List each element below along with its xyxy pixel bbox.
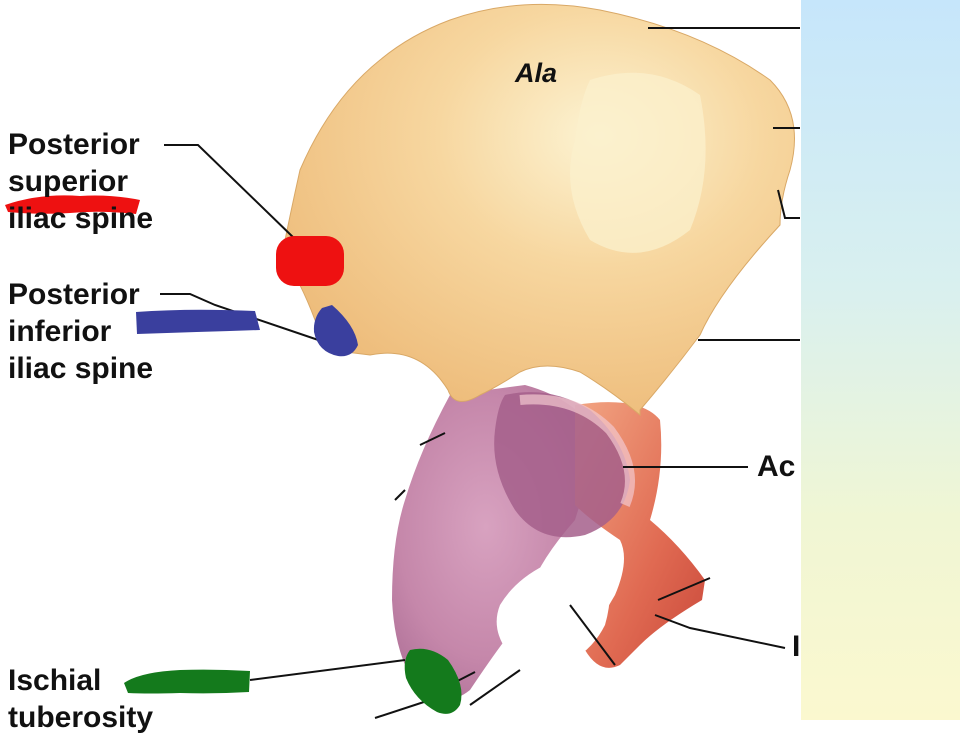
piis-label-line-1: Posterior	[8, 278, 140, 311]
hip-bone-diagram	[5, 3, 800, 719]
psis-red-marker	[276, 236, 344, 286]
psis-red-stroke	[5, 195, 140, 214]
right-partial-label: I	[792, 630, 801, 663]
acetabulum-socket	[494, 392, 630, 538]
side-gradient-panel	[801, 0, 960, 720]
piis-blue-marker	[313, 305, 358, 357]
piis-label-line-3: iliac spine	[8, 352, 154, 385]
psis-label-line-1: Posterior	[8, 128, 140, 161]
ischial-label: Ischial tuberosity	[8, 662, 153, 736]
ala-label: Ala	[515, 58, 558, 88]
psis-label-line-2: superior	[8, 165, 129, 198]
ilium-highlight	[570, 72, 706, 253]
piis-label-line-2: inferior	[8, 315, 112, 348]
psis-label-line-3: iliac spine	[8, 202, 154, 235]
leader-lines	[160, 27, 800, 719]
ischial-green-stroke	[124, 669, 250, 694]
ischial-label-line-2: tuberosity	[8, 701, 154, 734]
obturator-foramen	[496, 553, 610, 668]
ischial-label-line-1: Ischial	[8, 664, 102, 697]
acetabulum-partial-label: Ac	[757, 450, 796, 483]
piis-label: Posterior inferior iliac spine	[8, 276, 153, 387]
psis-label: Posterior superior iliac spine	[8, 126, 153, 237]
ischial-green-marker	[404, 648, 462, 714]
acetabulum-rim	[519, 394, 635, 507]
piis-blue-stroke	[136, 309, 260, 334]
